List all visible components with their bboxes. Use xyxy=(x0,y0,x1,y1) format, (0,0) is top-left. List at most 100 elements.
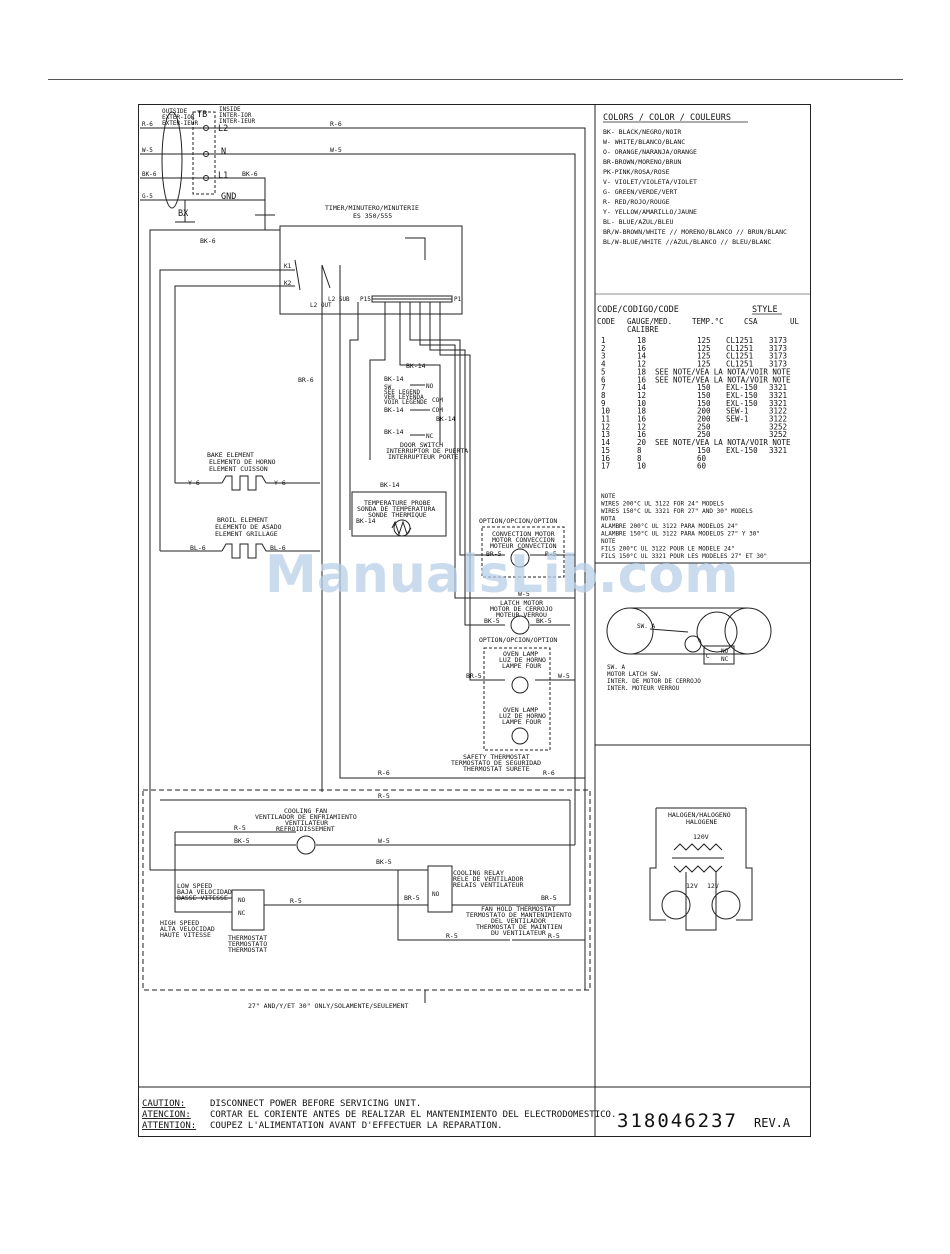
code-cell-csa: EXL-150 xyxy=(726,399,758,408)
fanhold-label-2: TERMOSTATO DE MANTENIMIENTO xyxy=(466,911,572,919)
low-speed-label-2: BAJA VELOCIDAD xyxy=(177,888,232,896)
wire-label-bl6-b: BL-6 xyxy=(270,544,286,552)
timer-pin-k2: K2 xyxy=(284,280,292,287)
wire-label-bk14-a: BK-14 xyxy=(406,362,426,370)
wire-l2sub xyxy=(339,265,490,779)
watermark: ManualsLib.com xyxy=(265,545,738,605)
code-cell-temp: 150 xyxy=(697,391,711,400)
door-no-label: NO xyxy=(426,383,434,390)
lamp1-label-2: LUZ DE HORNO xyxy=(499,656,546,664)
timer-label-1: TIMER/MINUTERO/MINUTERIE xyxy=(325,204,419,212)
wire-label-w5-lamp: W-5 xyxy=(558,672,570,680)
code-cell-gauge: 18 xyxy=(637,336,647,345)
code-cell-csa: SEW-1 xyxy=(726,407,749,416)
wire-label-bk14-b: BK-14 xyxy=(384,375,404,383)
color-legend-item: V- VIOLET/VIOLETA/VIOLET xyxy=(603,178,697,186)
code-cell-temp: 125 xyxy=(697,336,711,345)
thermostat-label-3: THERMOSTAT xyxy=(228,946,267,954)
safety-label-2: TERMOSTATO DE SEGURIDAD xyxy=(451,759,541,767)
probe-label-3: SONDE THERMIQUE xyxy=(368,511,427,519)
timer-label-2: ES 350/555 xyxy=(353,212,392,220)
latch-cam-left xyxy=(606,607,654,655)
halogen-secondary-2: 12V xyxy=(707,882,719,890)
wire-br5-lamp xyxy=(439,302,505,681)
convection-label-1: CONVECTION MOTOR xyxy=(492,530,555,538)
terminal-block xyxy=(192,111,216,195)
wire-label-bk5-relay: BK-5 xyxy=(376,858,392,866)
caution-text-en: DISCONNECT POWER BEFORE SERVICING UNIT. xyxy=(210,1099,421,1109)
code-cell-csa: CL1251 xyxy=(726,336,753,345)
color-legend-item: BL/W-BLUE/WHITE //AZUL/BLANCO // BLEU/BL… xyxy=(603,238,771,246)
thermostat-label-1: THERMOSTAT xyxy=(228,934,267,942)
transformer-secondary xyxy=(673,865,723,873)
code-cell-temp: 200 xyxy=(697,415,711,424)
terminal-n-label: N xyxy=(221,147,226,157)
side-label-g5: G-5 xyxy=(142,193,153,200)
latch-c-label: C xyxy=(706,653,710,660)
wire-label-bk6-main: BK-6 xyxy=(200,237,216,245)
color-legend-item: W- WHITE/BLANCO/BLANC xyxy=(603,138,685,146)
schematic-frame xyxy=(138,104,811,1137)
code-cell-gauge: 14 xyxy=(637,383,647,392)
safety-label-1: SAFETY THERMOSTAT xyxy=(463,753,530,761)
terminal-l2-label: L2 xyxy=(218,124,228,134)
convection-motor-symbol xyxy=(510,548,530,568)
code-note-line: FILS 150°C UL 3321 POUR LES MODELES 27" … xyxy=(601,553,767,560)
code-note-line: ALAMBRE 200°C UL 3122 PARA MODELOS 24" xyxy=(601,523,738,530)
code-cell-temp: 150 xyxy=(697,383,711,392)
code-cell-temp: 60 xyxy=(697,462,707,471)
code-cell-ul: 3252 xyxy=(769,422,787,431)
lamp2-label-1: OVEN LAMP xyxy=(503,706,538,714)
broil-label-1: BROIL ELEMENT xyxy=(217,516,268,524)
timer-pin-l2out: L2 OUT xyxy=(310,302,332,309)
wire-label-bk14-f: BK-14 xyxy=(380,481,400,489)
code-cell-code: 8 xyxy=(601,391,606,400)
wire-l1 xyxy=(208,177,280,231)
wire-gnd xyxy=(185,199,266,215)
code-cell-csa: CL1251 xyxy=(726,352,753,361)
wire-k2 xyxy=(174,285,295,483)
lamp2-label-3: LAMPE FOUR xyxy=(502,718,541,726)
fan-label-2: VENTILADOR DE ENFRIAMIENTO xyxy=(255,813,357,821)
outside-label-2: EXTER-IOR xyxy=(162,114,195,121)
bx-label: BX xyxy=(178,209,189,219)
color-legend-item: Y- YELLOW/AMARILLO/JAUNE xyxy=(603,208,697,216)
high-speed-label-3: HAUTE VITESSE xyxy=(160,931,211,939)
probe-label-1: TEMPERATURE PROBE xyxy=(364,499,431,507)
bake-label-3: ELEMENT CUISSON xyxy=(209,465,268,473)
code-cell-code: 15 xyxy=(601,446,610,455)
code-cell-code: 3 xyxy=(601,352,606,361)
code-cell-temp: 200 xyxy=(697,407,711,416)
code-cell-temp: 125 xyxy=(697,344,711,353)
wire-label-r5-hold-b: R-5 xyxy=(548,932,560,940)
door-legend-3: VER LEYENDA xyxy=(384,394,424,401)
outside-label-3: EXTER-IEUR xyxy=(162,120,199,127)
code-cell-temp: 250 xyxy=(697,422,711,431)
latch-motor-symbol xyxy=(510,615,530,635)
halogen-primary: 120V xyxy=(693,833,709,841)
code-cell-csa: EXL-150 xyxy=(726,391,758,400)
code-cell-code: 14 xyxy=(601,438,611,447)
caution-text-es: CORTAR EL CORIENTE ANTES DE REALIZAR EL … xyxy=(210,1110,616,1120)
timer-pin-l2sub: L2 SUB xyxy=(328,296,350,303)
style-title: STYLE xyxy=(752,305,778,315)
code-cell-code: 17 xyxy=(601,462,610,471)
fanhold-label-3: DEL VENTILADOR xyxy=(491,917,546,925)
wire-label-br5-lamp: BR-5 xyxy=(466,672,482,680)
wire-br5-right xyxy=(452,800,571,906)
wire-label-bk14-c: BK-14 xyxy=(384,406,404,414)
code-cell-temp: 250 xyxy=(697,430,711,439)
latch-label-1: LATCH MOTOR xyxy=(500,599,543,607)
code-cell-gauge: 12 xyxy=(637,422,646,431)
wire-label-bl6-a: BL-6 xyxy=(190,544,206,552)
wire-label-bk5-fan: BK-5 xyxy=(234,837,250,845)
color-legend-item: PK-PINK/ROSA/ROSE xyxy=(603,168,670,176)
bake-element-symbol xyxy=(221,475,267,491)
code-cell-gauge: 16 xyxy=(637,375,647,384)
door-legend-1: SW xyxy=(384,384,392,391)
wire-bk5-latch xyxy=(429,302,505,626)
broil-label-3: ELEMENT GRILLAGE xyxy=(215,530,278,538)
wire-label-br6: BR-6 xyxy=(298,376,314,384)
